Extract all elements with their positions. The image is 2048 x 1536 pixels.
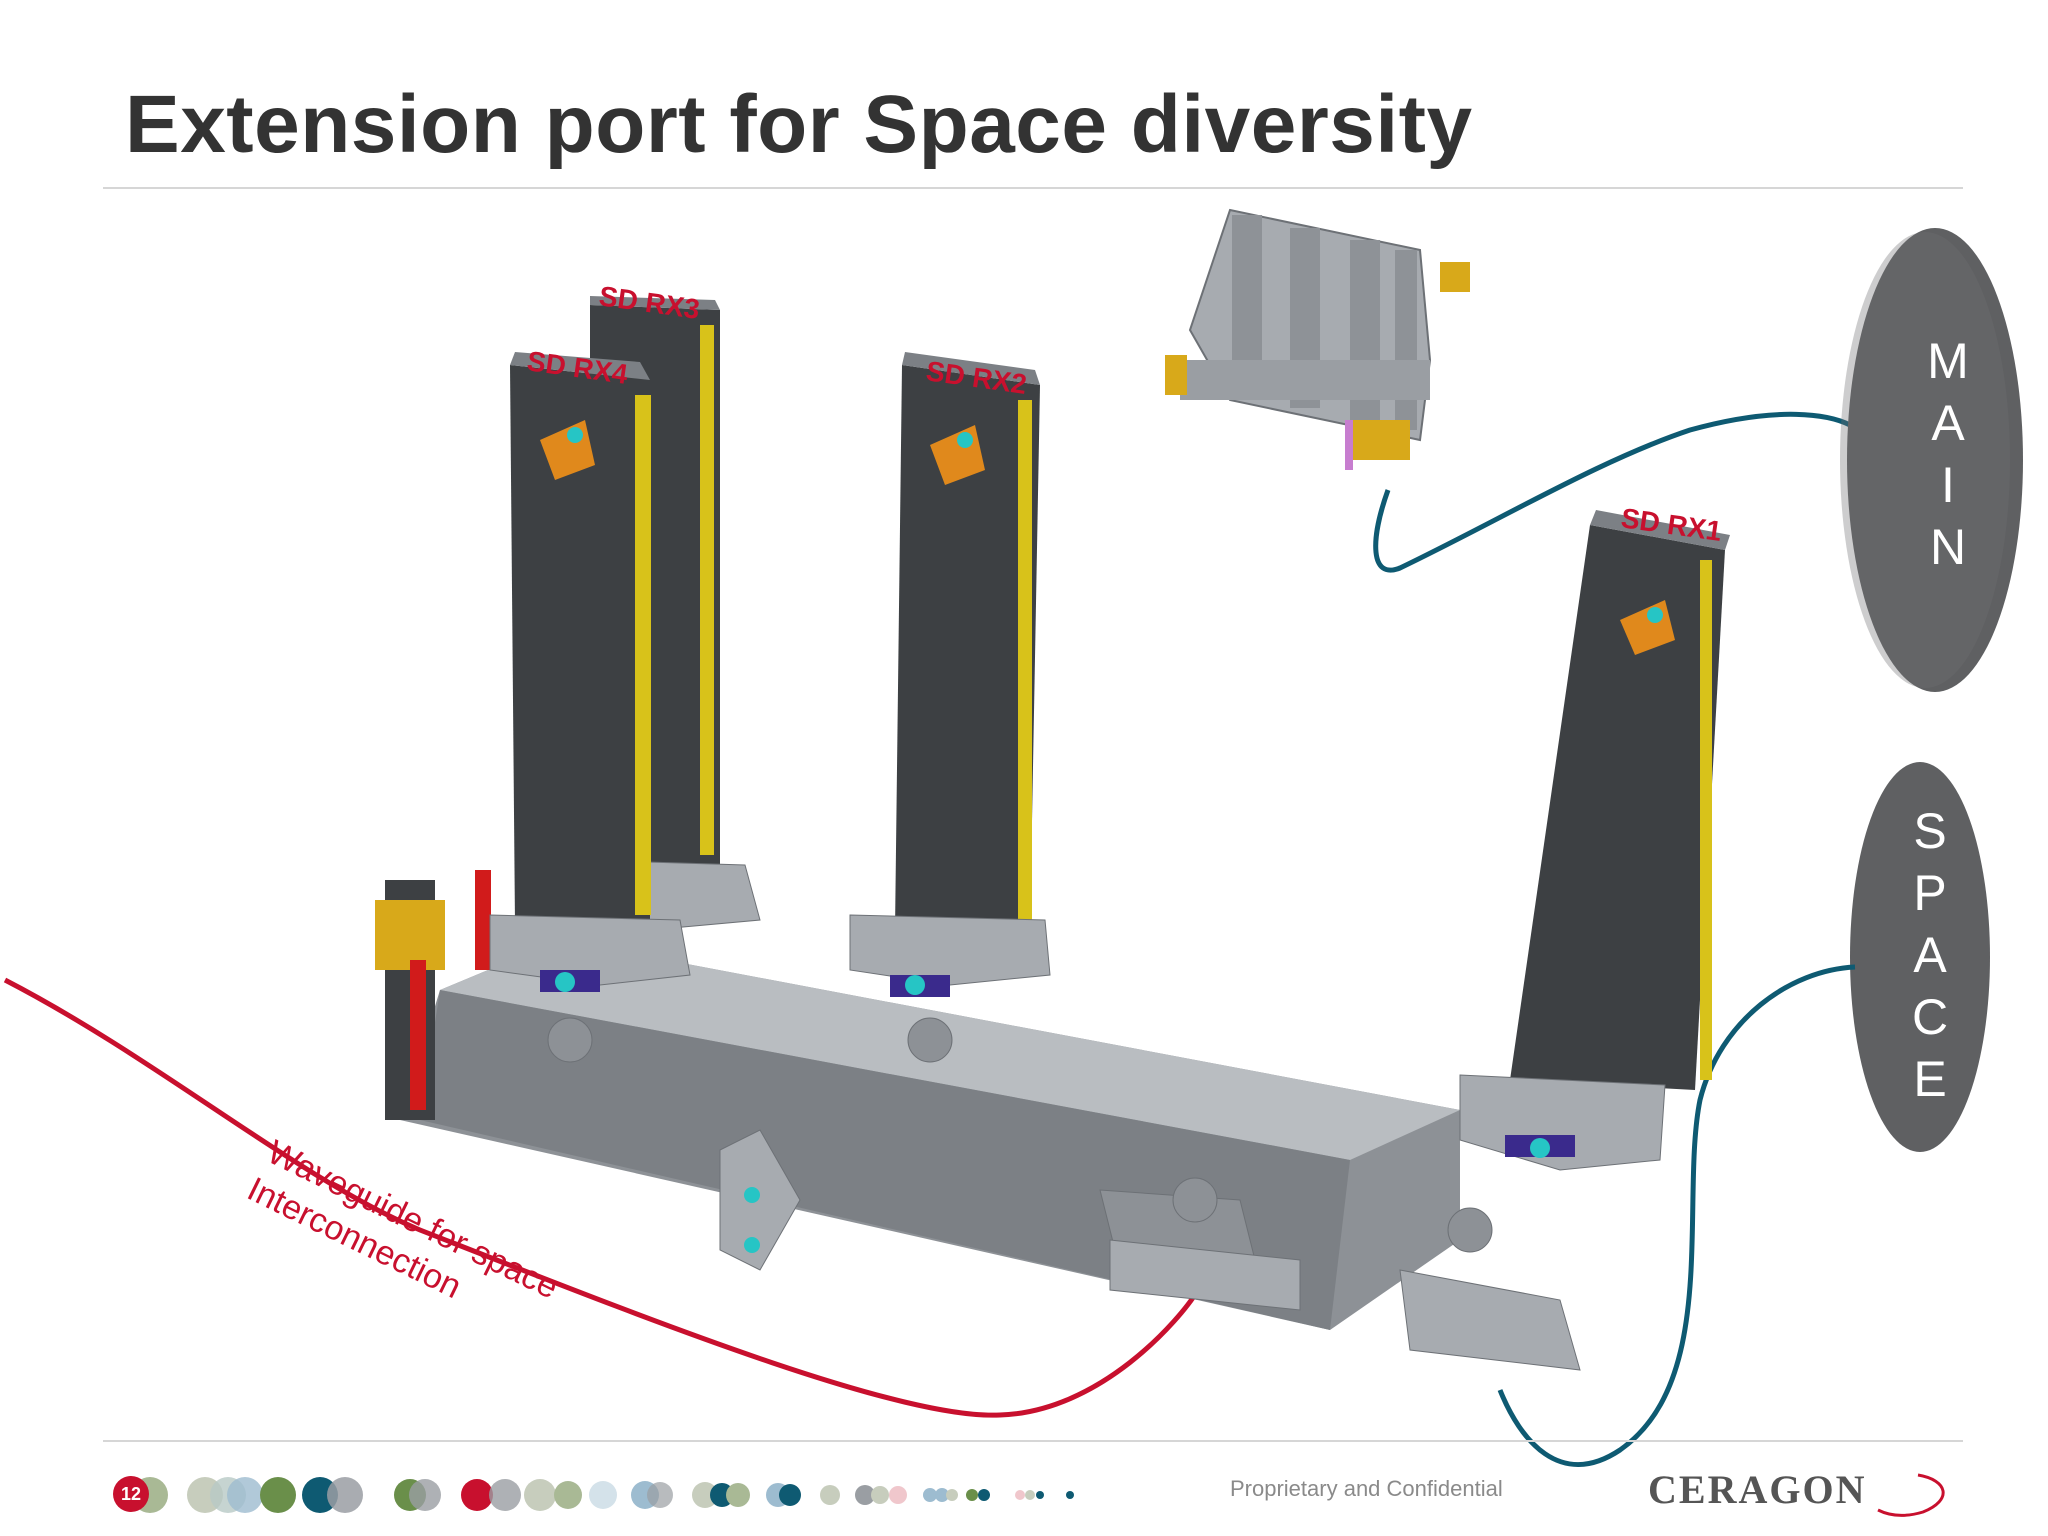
rfu-assembly <box>1165 208 1470 470</box>
column-rx4 <box>489 352 691 992</box>
main-antenna-label: M A I N <box>1927 333 1969 575</box>
manifold <box>375 870 1581 1371</box>
title-divider <box>103 187 1963 189</box>
logo-text: CERAGON <box>1648 1467 1867 1512</box>
footer-dot-strip <box>132 1477 1074 1513</box>
column-rx1 <box>1459 510 1730 1171</box>
main-cable <box>1373 411 1852 573</box>
space-antenna-label: S P A C E <box>1911 803 1949 1107</box>
waveguide-cable <box>3 977 1201 1418</box>
space-dish <box>1850 762 1990 1152</box>
logo-swoosh-icon <box>1877 1473 1945 1517</box>
main-dish <box>1840 228 2023 692</box>
ceragon-logo: CERAGON <box>1648 1460 1958 1520</box>
page-number-badge: 12 <box>113 1476 149 1512</box>
space-cable <box>1497 964 1856 1467</box>
confidentiality-note: Proprietary and Confidential <box>1230 1476 1503 1501</box>
footer-divider <box>103 1440 1963 1442</box>
slide-title: Extension port for Space diversity <box>125 79 1473 170</box>
column-rx2 <box>849 352 1051 997</box>
